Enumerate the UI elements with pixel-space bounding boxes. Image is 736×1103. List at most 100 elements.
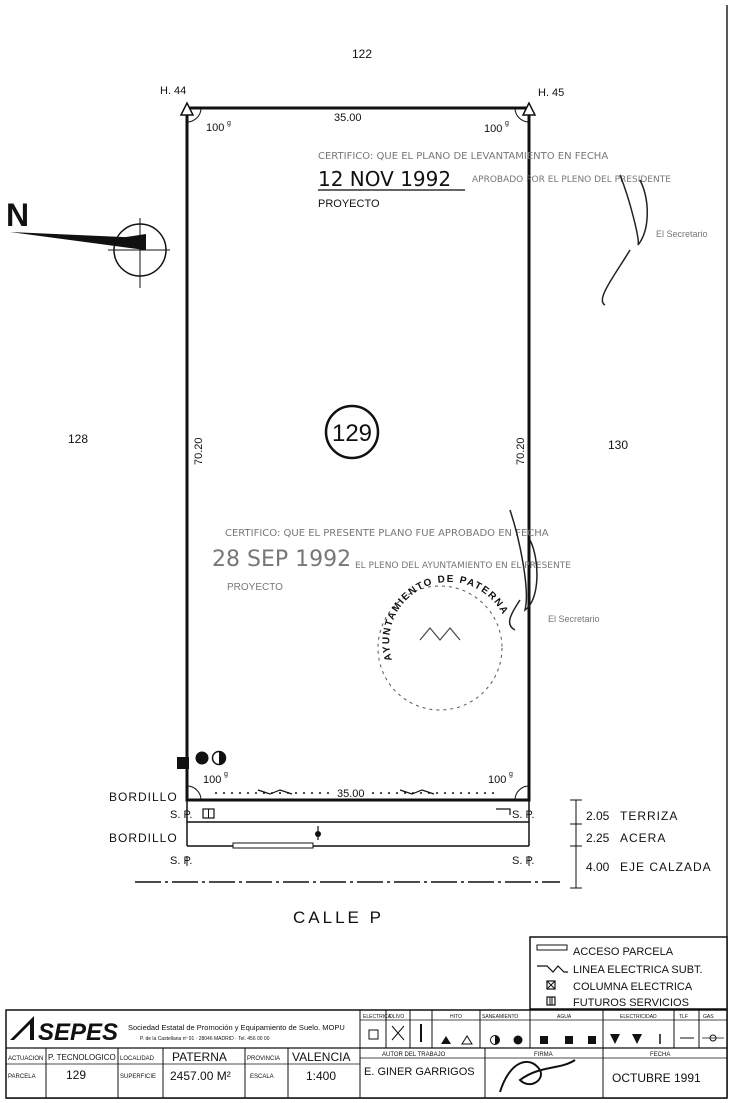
approval-stamp-1: CERTIFICO: QUE EL PLANO DE LEVANTAMIENTO…	[318, 151, 708, 306]
corner-label-left: H. 44	[160, 85, 186, 97]
svg-text:g: g	[509, 771, 513, 778]
sp-label: S. P.	[512, 809, 534, 821]
org-address: P. de la Castellana nº 91 · 28046 MADRID…	[140, 1036, 270, 1042]
svg-text:LINEA ELECTRICA SUBT.: LINEA ELECTRICA SUBT.	[573, 964, 703, 976]
sp-label: S. P.	[170, 855, 192, 867]
escala-label: ESCALA	[250, 1074, 274, 1080]
north-arrow-icon: N	[6, 197, 170, 288]
dimension-left: 70.20	[193, 437, 205, 465]
author-signature	[499, 1059, 576, 1093]
angle-bottom-left: 100 g	[203, 771, 228, 786]
sp-label: S. P.	[170, 809, 192, 821]
svg-text:OLIVO: OLIVO	[389, 1014, 404, 1020]
svg-text:28 SEP 1992: 28 SEP 1992	[212, 547, 351, 572]
svg-text:TERRIZA: TERRIZA	[620, 809, 678, 823]
provincia-value: VALENCIA	[292, 1050, 350, 1064]
angle-bottom-right: 100 g	[488, 771, 513, 786]
svg-text:N: N	[6, 197, 29, 233]
svg-text:ACCESO PARCELA: ACCESO PARCELA	[573, 946, 674, 958]
service-symbols: ELECTRICA OLIVO HITO SANEAMIENTO AGUA EL…	[360, 1010, 727, 1048]
svg-text:100: 100	[206, 122, 224, 134]
svg-text:CERTIFICO: QUE EL PLANO DE LEV: CERTIFICO: QUE EL PLANO DE LEVANTAMIENTO…	[318, 151, 608, 162]
parcela-label: PARCELA	[8, 1074, 36, 1080]
neighbor-left: 128	[68, 432, 88, 446]
corner-label-right: H. 45	[538, 87, 564, 99]
superficie-label: SUPERFICIE	[120, 1074, 156, 1080]
neighbor-right: 130	[608, 438, 628, 452]
svg-text:HITO: HITO	[450, 1014, 462, 1020]
localidad-value: PATERNA	[172, 1050, 227, 1064]
dimension-top: 35.00	[334, 112, 362, 124]
svg-text:AGUA: AGUA	[557, 1014, 572, 1020]
svg-text:APROBADO POR EL PLENO DEL PRES: APROBADO POR EL PLENO DEL PRESIDENTE	[472, 175, 671, 185]
agua-icon	[195, 751, 209, 765]
svg-text:PROYECTO: PROYECTO	[318, 198, 380, 210]
acceso-parcela-icon	[536, 944, 568, 951]
street-name: CALLE P	[293, 908, 384, 927]
bordillo-label-2: BORDILLO	[109, 831, 178, 845]
svg-text:2.25: 2.25	[586, 831, 610, 845]
svg-text:100: 100	[488, 774, 506, 786]
angle-top-right: 100 g	[484, 120, 509, 135]
svg-text:100: 100	[484, 123, 502, 135]
localidad-label: LOCALIDAD	[120, 1056, 155, 1062]
svg-text:g: g	[505, 120, 509, 127]
bordillo-label-1: BORDILLO	[109, 790, 178, 804]
svg-text:4.00: 4.00	[586, 860, 610, 874]
svg-text:2.05: 2.05	[586, 809, 610, 823]
svg-text:EJE CALZADA: EJE CALZADA	[620, 860, 712, 874]
sp-label: S. P.	[512, 855, 534, 867]
section-terriza: 2.05 TERRIZA	[586, 809, 678, 823]
escala-value: 1:400	[306, 1069, 336, 1083]
corner-marker-icon	[179, 101, 195, 116]
svg-text:SEPES: SEPES	[38, 1019, 118, 1046]
provincia-label: PROVINCIA	[247, 1056, 280, 1062]
svg-text:CERTIFICO: QUE EL PRESENTE PLA: CERTIFICO: QUE EL PRESENTE PLANO FUE APR…	[225, 528, 549, 539]
svg-text:12 NOV 1992: 12 NOV 1992	[318, 167, 451, 191]
corner-marker-icon	[521, 101, 537, 116]
neighbor-top: 122	[352, 47, 372, 61]
svg-text:SANEAMIENTO: SANEAMIENTO	[482, 1014, 518, 1020]
autor-value: E. GINER GARRIGOS	[364, 1066, 475, 1078]
svg-text:g: g	[224, 771, 228, 778]
dimension-bottom: 35.00	[337, 788, 365, 800]
municipal-seal: AYUNTAMIENTO DE PATERNA	[377, 574, 510, 711]
signature-2	[508, 509, 538, 631]
svg-text:El Secretario: El Secretario	[548, 614, 600, 624]
sepes-logo-icon: SEPES	[10, 1016, 118, 1046]
svg-text:GAS: GAS	[703, 1014, 714, 1020]
svg-text:El Secretario: El Secretario	[656, 229, 708, 239]
svg-text:100: 100	[203, 774, 221, 786]
svg-text:ACERA: ACERA	[620, 831, 666, 845]
svg-text:ELECTRICA: ELECTRICA	[363, 1014, 392, 1020]
fecha-value: OCTUBRE 1991	[612, 1071, 701, 1085]
firma-label: FIRMA	[534, 1052, 553, 1058]
saneamiento-icon	[177, 757, 189, 769]
org-name: Sociedad Estatal de Promoción y Equipami…	[128, 1023, 345, 1032]
svg-text:AYUNTAMIENTO DE PATERNA: AYUNTAMIENTO DE PATERNA	[381, 574, 510, 662]
svg-text:TLF: TLF	[679, 1014, 688, 1020]
svg-text:EL PLENO DEL AYUNTAMIENTO EN E: EL PLENO DEL AYUNTAMIENTO EN EL PRESENTE	[355, 561, 571, 571]
parcel-number: 129	[332, 420, 372, 447]
approval-stamp-2: CERTIFICO: QUE EL PRESENTE PLANO FUE APR…	[212, 509, 600, 631]
section-eje-calzada: 4.00 EJE CALZADA	[586, 860, 712, 874]
svg-text:PROYECTO: PROYECTO	[227, 582, 283, 593]
angle-top-left: 100 g	[206, 120, 231, 134]
actuacion-label: ACTUACION	[8, 1056, 43, 1062]
fecha-label: FECHA	[650, 1052, 670, 1058]
dimension-right: 70.20	[515, 437, 527, 465]
futuros-servicios-icon	[546, 996, 556, 1006]
autor-label: AUTOR DEL TRABAJO	[382, 1052, 446, 1058]
svg-text:COLUMNA ELECTRICA: COLUMNA ELECTRICA	[573, 981, 693, 993]
columna-electrica-icon	[546, 980, 556, 990]
acceso-parcela-marker	[232, 842, 314, 849]
parcela-value: 129	[66, 1068, 86, 1082]
linea-electrica-icon	[537, 965, 568, 973]
parcel-number-circle	[324, 404, 380, 460]
section-acera: 2.25 ACERA	[586, 831, 666, 845]
actuacion-value: P. TECNOLOGICO	[48, 1053, 116, 1062]
svg-text:FUTUROS SERVICIOS: FUTUROS SERVICIOS	[573, 997, 689, 1009]
svg-text:g: g	[227, 120, 231, 127]
superficie-value: 2457.00 M²	[170, 1069, 231, 1083]
